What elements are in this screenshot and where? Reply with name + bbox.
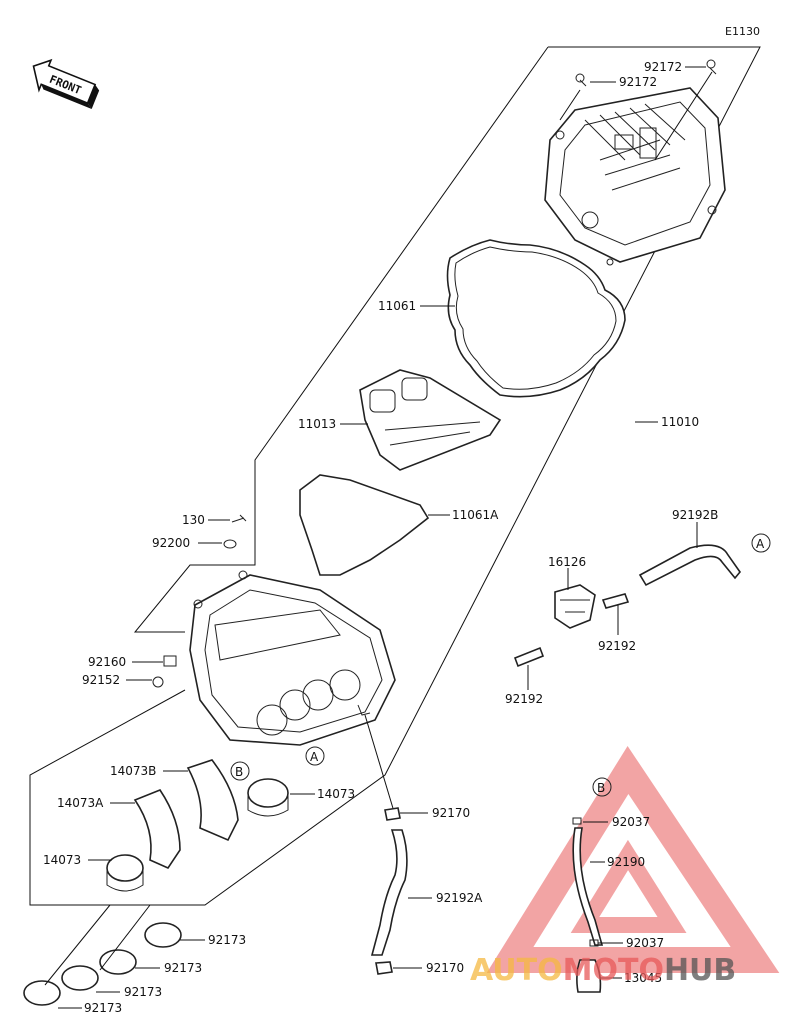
hose-92192B [638, 544, 742, 587]
part-label: 11010 [661, 415, 699, 429]
part-label: 92170 [432, 806, 470, 820]
plug-13045 [576, 959, 602, 993]
clamp-92173-icon [61, 965, 99, 991]
upper-housing-11010 [544, 87, 726, 266]
part-label: 92172 [644, 60, 682, 74]
element-11013 [359, 369, 502, 471]
gasket-11061A [299, 474, 430, 576]
part-label: 16126 [548, 555, 586, 569]
part-label: 92170 [426, 961, 464, 975]
clip-92037-icon [572, 817, 582, 825]
bolt-130-icon [231, 514, 247, 523]
part-label: 92160 [88, 655, 126, 669]
callout-b: B [597, 781, 605, 795]
part-label: 92173 [84, 1001, 122, 1015]
part-label: 92037 [612, 815, 650, 829]
part-label: 14073A [57, 796, 104, 810]
diagram-code: E1130 [725, 25, 760, 38]
part-label: 92192A [436, 891, 483, 905]
hose-92192A [370, 829, 408, 956]
part-label: 11013 [298, 417, 336, 431]
callout-a: A [756, 537, 765, 551]
valve-16126 [554, 584, 596, 629]
watermark-text: AUTOMOTOHUB [470, 953, 736, 988]
group-bracket [29, 46, 761, 906]
gasket-11061 [446, 239, 626, 398]
lower-housing [189, 570, 396, 746]
watermark-part1: AUTO [470, 953, 563, 988]
part-label: 11061A [452, 508, 499, 522]
part-label: 92173 [208, 933, 246, 947]
hose-92192-short-icon [601, 593, 630, 609]
clip-92170-icon [375, 961, 393, 975]
screw-92172-icon [575, 73, 587, 87]
part-label: 92192 [505, 692, 543, 706]
grommet-92160-icon [163, 655, 177, 667]
intake-14073 [247, 778, 289, 817]
part-label: 92190 [607, 855, 645, 869]
intake-14073 [106, 854, 144, 892]
watermark-part2: MOTO [563, 953, 664, 988]
duct-14073A [133, 789, 181, 870]
part-label: 14073B [110, 764, 156, 778]
clamp-92173-icon [23, 980, 61, 1006]
part-label: 92037 [626, 936, 664, 950]
part-label: 92192B [672, 508, 718, 522]
clip-92170-icon [384, 807, 401, 821]
front-arrow-icon: FRONT [32, 58, 100, 110]
part-label: 92173 [164, 961, 202, 975]
part-label: 130 [182, 513, 205, 527]
part-label: 14073 [43, 853, 81, 867]
clamp-92173-icon [99, 949, 137, 975]
part-label: 14073 [317, 787, 355, 801]
clip-92037-icon [589, 939, 599, 947]
part-label: 92192 [598, 639, 636, 653]
duct-14073B [186, 759, 239, 842]
washer-92200-icon [223, 539, 237, 549]
part-label: 13045 [624, 971, 662, 985]
screw-92172-icon [706, 59, 717, 75]
group-bracket-left [133, 46, 549, 633]
callout-b: B [235, 765, 243, 779]
part-label: 92200 [152, 536, 190, 550]
clamp-92173-icon [144, 922, 182, 948]
collar-92152-icon [152, 676, 164, 688]
part-label: 92173 [124, 985, 162, 999]
watermark-logo [486, 746, 780, 973]
callout-a: A [310, 750, 319, 764]
drain-hose-92190 [572, 827, 604, 946]
hose-92192-short-icon [513, 646, 545, 668]
part-label: 11061 [378, 299, 416, 313]
part-label: 92172 [619, 75, 657, 89]
watermark-part3: HUB [664, 953, 736, 988]
part-label: 92152 [82, 673, 120, 687]
